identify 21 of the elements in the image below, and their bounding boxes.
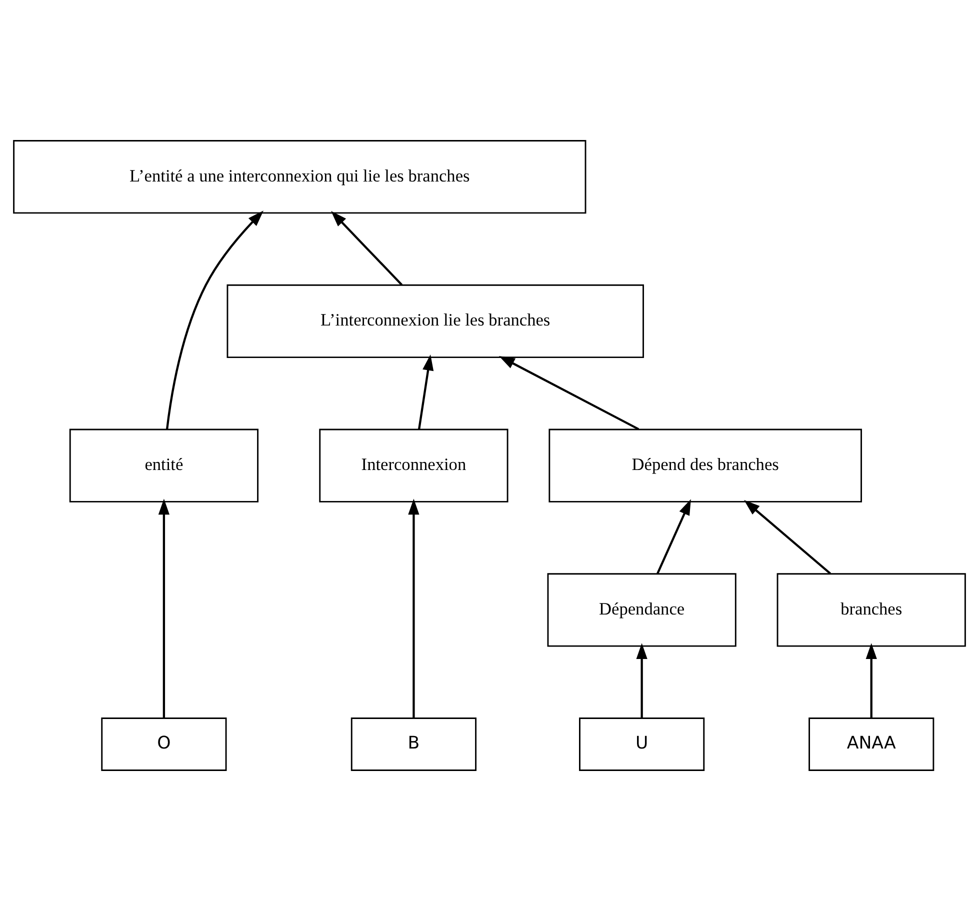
arrow (744, 500, 832, 574)
node-box: O (101, 718, 227, 771)
arrow (636, 643, 648, 718)
node-box: Dépendance (547, 573, 736, 647)
node-box: L’interconnexion lie les branches (226, 284, 644, 358)
node-box: ANAA (808, 718, 934, 771)
arrow (656, 499, 691, 574)
node-box: L’entité a une interconnexion qui lie les branches (13, 140, 586, 214)
arrow (331, 211, 403, 286)
node-box: U (579, 718, 705, 771)
node-box: B (350, 718, 476, 771)
arrow (408, 498, 420, 718)
arrow (158, 498, 170, 718)
node-box: Dépend des branches (548, 428, 862, 502)
node-box: Interconnexion (319, 428, 508, 502)
node-box: branches (776, 573, 966, 647)
arrow (418, 354, 434, 430)
arrow (166, 210, 264, 430)
arrow (498, 356, 640, 430)
node-box: entité (69, 428, 258, 502)
arrow (866, 643, 877, 718)
